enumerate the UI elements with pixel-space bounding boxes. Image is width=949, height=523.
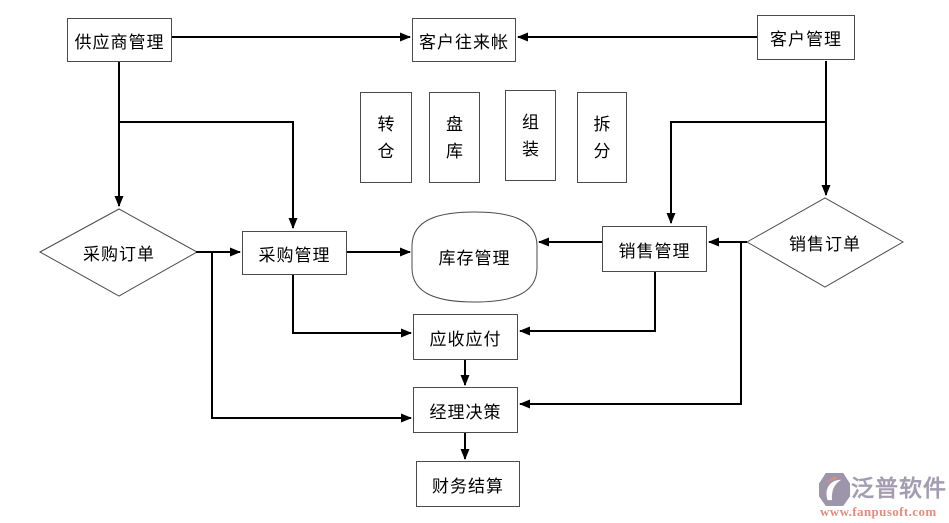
node-purchase-order-label: 采购订单 xyxy=(83,244,155,264)
connector-purchase-mgmt-to-receivable xyxy=(292,275,412,338)
connector-sales-order-to-decision xyxy=(519,242,742,409)
node-purchase-management: 采购管理 xyxy=(242,231,347,275)
node-transfer-warehouse-label: 转仓 xyxy=(377,114,395,161)
fanpu-logo-icon xyxy=(818,473,851,506)
watermark-url-text: www.fanpusoft.com xyxy=(820,504,937,519)
node-transfer-warehouse: 转仓 xyxy=(360,92,412,183)
sales-order-diamond-shape xyxy=(745,197,905,288)
watermark-brand-text: 泛普软件 xyxy=(851,476,947,501)
node-inventory-management-label: 库存管理 xyxy=(438,248,511,268)
node-manager-decision: 经理决策 xyxy=(413,387,518,433)
node-sales-order-label: 销售订单 xyxy=(789,234,861,254)
node-stock-check-label: 盘库 xyxy=(446,114,463,161)
node-stock-check: 盘库 xyxy=(429,92,480,183)
connector-sales-mgmt-to-receivable xyxy=(519,272,656,336)
watermark: 泛普软件 www.fanpusoft.com xyxy=(818,472,949,522)
inventory-storage-shape xyxy=(411,211,538,303)
connector-purchase-order-to-decision xyxy=(211,252,412,423)
node-sales-management: 销售管理 xyxy=(602,226,707,272)
node-receivable-payable: 应收应付 xyxy=(413,314,518,360)
node-customer-account: 客户往来帐 xyxy=(412,18,516,62)
node-supplier-management: 供应商管理 xyxy=(67,18,172,62)
node-financial-settlement: 财务结算 xyxy=(416,461,520,507)
connector-supplier-to-purchase-mgmt xyxy=(119,121,298,229)
connector-customer-to-sales-mgmt xyxy=(666,121,826,224)
node-customer-management: 客户管理 xyxy=(757,15,855,60)
node-disassembly-label: 拆分 xyxy=(593,114,611,161)
node-assembly-label: 组装 xyxy=(522,112,539,159)
node-assembly: 组装 xyxy=(505,90,556,181)
node-disassembly: 拆分 xyxy=(577,92,627,183)
